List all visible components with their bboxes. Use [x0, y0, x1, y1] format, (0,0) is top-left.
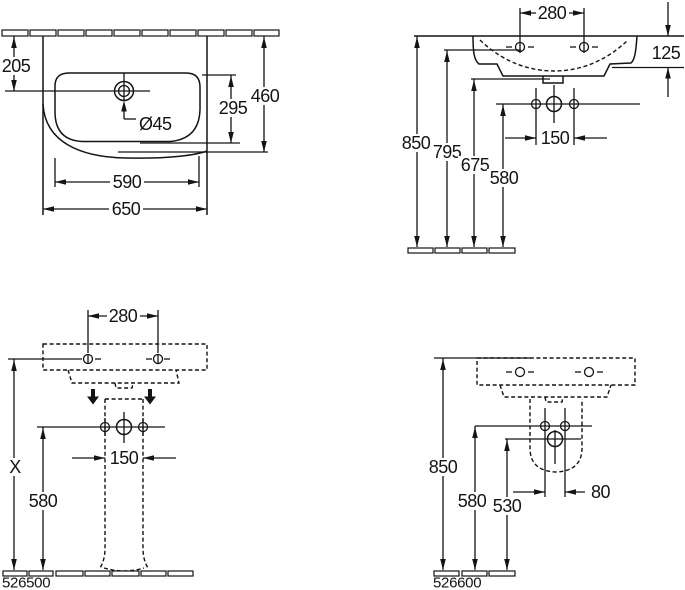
dim-side-795: 795	[433, 142, 462, 162]
dim-x: X	[5, 359, 25, 570]
fittings-side	[496, 85, 640, 145]
dim-pedestal-x: X	[9, 457, 21, 477]
basin-outline-pedestal	[42, 343, 208, 389]
fixing-holes-siphon	[506, 366, 603, 378]
siphon-view: 80 850 580 530 526	[427, 357, 636, 590]
mounting-direction-arrows	[87, 389, 156, 405]
dim-plan-295: 295	[219, 98, 248, 118]
floor-hatch-pedestal	[2, 570, 194, 577]
plan-view: Ø45 205 460 295	[1, 29, 281, 219]
siphon-cover-outline	[529, 399, 583, 473]
dim-205: 205	[1, 36, 31, 91]
tap-hole: Ø45	[5, 73, 173, 134]
dim-pedestal-150: 150	[110, 448, 139, 468]
dim-580-siphon: 580	[456, 426, 489, 570]
dim-pedestal-580: 580	[29, 491, 58, 511]
dim-590: 590	[54, 156, 200, 192]
dim-siphon-580: 580	[458, 491, 487, 511]
dim-675: 675	[458, 78, 550, 247]
dim-795: 795	[431, 49, 521, 247]
dim-plan-205: 205	[2, 56, 31, 76]
dim-580-pedestal: 580	[27, 427, 60, 570]
fittings-pedestal	[37, 412, 165, 443]
dim-80: 80	[513, 482, 611, 502]
dim-plan-460: 460	[251, 86, 280, 106]
wall-hatch	[1, 29, 280, 37]
article-number-pedestal: 526500	[2, 575, 50, 590]
dim-side-580: 580	[490, 168, 519, 188]
dim-plan-590: 590	[113, 172, 142, 192]
floor-hatch-siphon	[433, 570, 516, 577]
dim-530: 530	[491, 439, 524, 570]
dim-tap-diameter: Ø45	[139, 114, 172, 134]
floor-hatch-side	[407, 247, 516, 254]
dim-280-pedestal: 280	[87, 306, 159, 353]
fixing-holes-pedestal	[8, 353, 170, 365]
basin-outline-plan	[42, 36, 268, 215]
dim-side-675: 675	[461, 155, 490, 175]
dim-850-siphon: 850	[427, 358, 460, 570]
dim-150-pedestal: 150	[72, 448, 176, 468]
dim-650: 650	[43, 199, 207, 219]
dim-295: 295	[202, 74, 249, 143]
side-view: 280 125	[400, 2, 684, 254]
dim-280-side: 280	[519, 3, 585, 53]
article-number-siphon: 526600	[433, 575, 481, 590]
dim-side-150: 150	[541, 128, 570, 148]
dim-125: 125	[612, 2, 684, 97]
dim-siphon-80: 80	[591, 482, 611, 502]
dim-siphon-530: 530	[493, 496, 522, 516]
dim-side-125: 125	[652, 43, 681, 63]
basin-outline-siphon	[476, 357, 636, 403]
fittings-siphon	[475, 408, 592, 497]
dim-plan-650: 650	[112, 199, 141, 219]
dim-850-side: 850	[400, 36, 433, 247]
dim-pedestal-280: 280	[109, 306, 138, 326]
fixing-holes-side	[506, 41, 598, 53]
dim-580-side: 580	[487, 104, 520, 247]
dim-side-280: 280	[538, 3, 567, 23]
pedestal-view: 280	[2, 306, 208, 590]
dim-150-side: 150	[505, 128, 607, 148]
dim-siphon-850: 850	[429, 457, 458, 477]
dim-side-850: 850	[402, 133, 431, 153]
basin-profile	[472, 35, 638, 84]
dim-460: 460	[248, 36, 281, 152]
